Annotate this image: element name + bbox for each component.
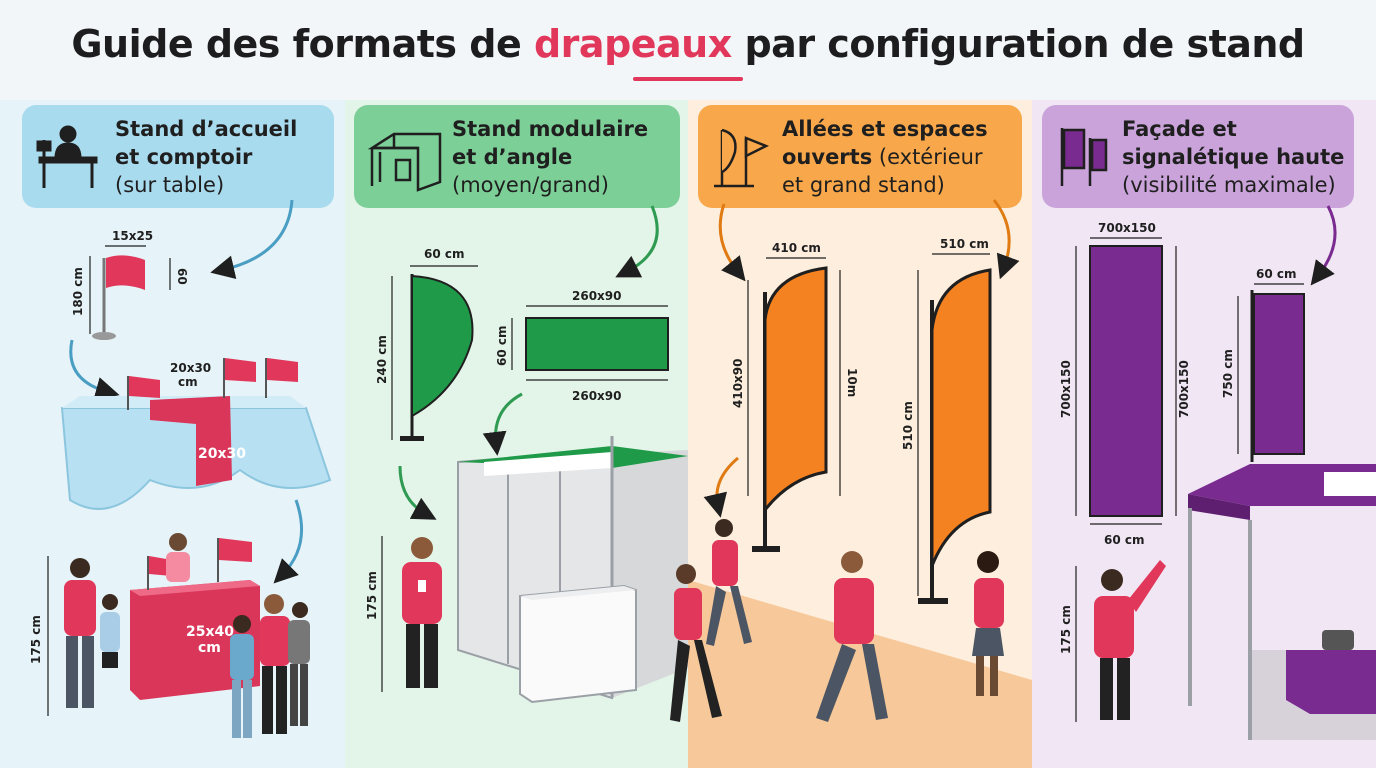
- c2-drop-width-label: 60 cm: [424, 247, 465, 261]
- c1-flag-height-label: 60: [175, 268, 189, 285]
- c1-flag-width-label: 15x25: [112, 229, 153, 243]
- c1-runner-label: 20x30: [198, 446, 246, 462]
- modular-booth-icon: [367, 132, 442, 192]
- c1-desk-flag: [106, 255, 145, 290]
- title-underline: [633, 77, 743, 81]
- title-highlight: drapeaux: [533, 22, 732, 66]
- c1-table-flag-label-2: cm: [178, 375, 198, 389]
- c3-visitors: [670, 519, 1004, 722]
- c1-pole-height-label: 180 cm: [71, 267, 85, 316]
- c1-table-runner: [150, 396, 232, 486]
- c2-person: [402, 537, 442, 688]
- c2-banner-side-label: 60 cm: [495, 326, 509, 367]
- card-modular: [354, 105, 680, 208]
- c4-person-height-label: 175 cm: [1059, 605, 1073, 654]
- c1-counter: [130, 580, 260, 700]
- c4-pole-banner: [1253, 293, 1305, 455]
- c2-banner-bottom-label: 260x90: [572, 389, 622, 403]
- c4-tall-top-label: 700x150: [1098, 221, 1156, 235]
- c2-person-height-label: 175 cm: [365, 571, 379, 620]
- c3-flag2-width-label: 510 cm: [940, 237, 989, 251]
- c4-tall-right-label: 700x150: [1177, 360, 1191, 418]
- arrow-c1-a: [210, 199, 294, 280]
- card-facade-text: Façade et signalétique haute (visibilité…: [1122, 117, 1345, 197]
- card-aisles-text: Allées et espaces ouverts (extérieur et …: [782, 117, 988, 197]
- c3-flag1-height-label: 10m: [845, 368, 859, 397]
- c2-drop-height-label: 240 cm: [375, 335, 389, 384]
- c3-flag2-height-label: 510 cm: [901, 401, 915, 450]
- c1-counter-label-1: 25x40: [186, 624, 234, 640]
- page-title: Guide des formats de drapeaux par config…: [71, 22, 1305, 66]
- card-modular-text: Stand modulaire et d’angle (moyen/grand): [452, 117, 649, 197]
- c1-visitors: [64, 558, 310, 738]
- c4-pole-width-label: 60 cm: [1256, 267, 1297, 281]
- c4-tall-banner: [1089, 245, 1163, 517]
- c3-flag1-width-label: 410 cm: [772, 241, 821, 255]
- card-aisles: [698, 105, 1022, 208]
- c4-person: [1094, 560, 1166, 720]
- c4-facade-structure: [1188, 464, 1376, 740]
- c2-teardrop-flag: [411, 274, 474, 418]
- beach-flags-icon: [714, 128, 770, 188]
- card-reception-text: Stand d’accueil et comptoir (sur table): [115, 117, 298, 197]
- c2-modular-booth: [457, 436, 688, 704]
- c2-banner-top-label: 260x90: [572, 289, 622, 303]
- c2-rect-banner: [525, 317, 669, 371]
- c1-table-flag-label-1: 20x30: [170, 361, 211, 375]
- banner-icon: [1060, 128, 1108, 186]
- c3-feather-flag-2: [930, 268, 992, 567]
- c3-feather-flag-1: [763, 266, 828, 515]
- c4-pole-height-label: 750 cm: [1221, 349, 1235, 398]
- c3-flag1-side-label: 410x90: [731, 359, 745, 409]
- c4-tall-bottom-label: 60 cm: [1104, 533, 1145, 547]
- c4-tall-left-label: 700x150: [1059, 360, 1073, 418]
- reception-desk-icon: [36, 125, 98, 188]
- c1-flag-base: [92, 332, 116, 340]
- c1-table-flags: [127, 358, 298, 410]
- c1-person-height-label: 175 cm: [29, 615, 43, 664]
- c1-counter-label-2: cm: [198, 640, 221, 656]
- c3-walkway: [688, 580, 1032, 768]
